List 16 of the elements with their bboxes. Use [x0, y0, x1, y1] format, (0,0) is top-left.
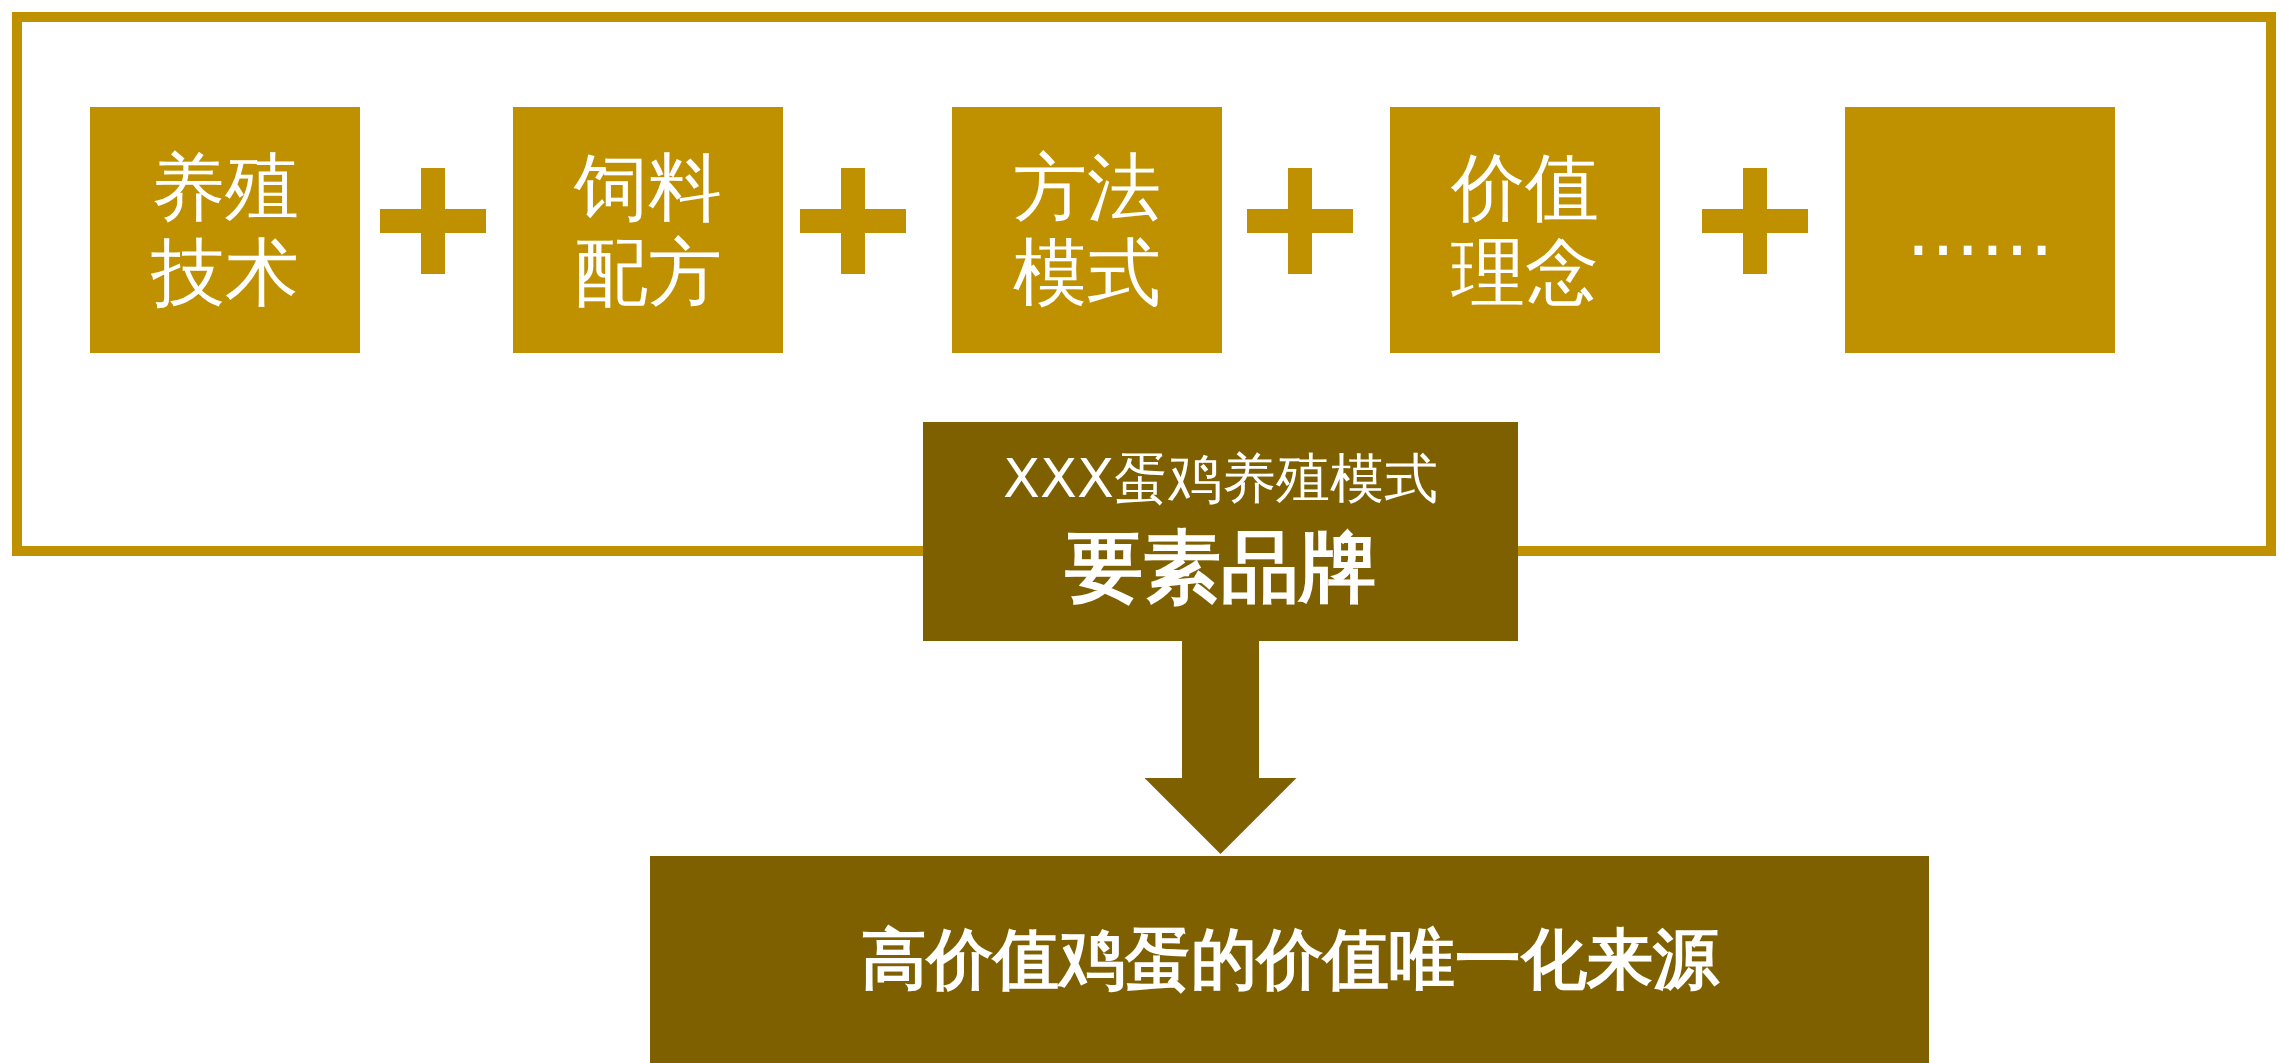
element-label: 价值理念 — [1450, 144, 1600, 316]
element-label: 方法模式 — [1012, 144, 1162, 316]
block-arrow — [1144, 641, 1297, 854]
element-label: …… — [1905, 187, 2055, 273]
heading: XXX蛋鸡养殖模式 — [1003, 445, 1438, 512]
brand-title: 要素品牌 — [1064, 520, 1377, 614]
element-box — [952, 107, 1222, 353]
result-box — [650, 856, 1929, 1063]
element-box — [513, 107, 783, 353]
result-text: 高价值鸡蛋的价值唯一化来源 — [860, 919, 1719, 1000]
element-box — [1845, 107, 2115, 353]
element-box — [90, 107, 360, 353]
element-box — [1390, 107, 1660, 353]
element-label: 养殖技术 — [150, 144, 300, 316]
brand-box — [923, 422, 1518, 641]
element-label: 饲料配方 — [573, 144, 723, 316]
